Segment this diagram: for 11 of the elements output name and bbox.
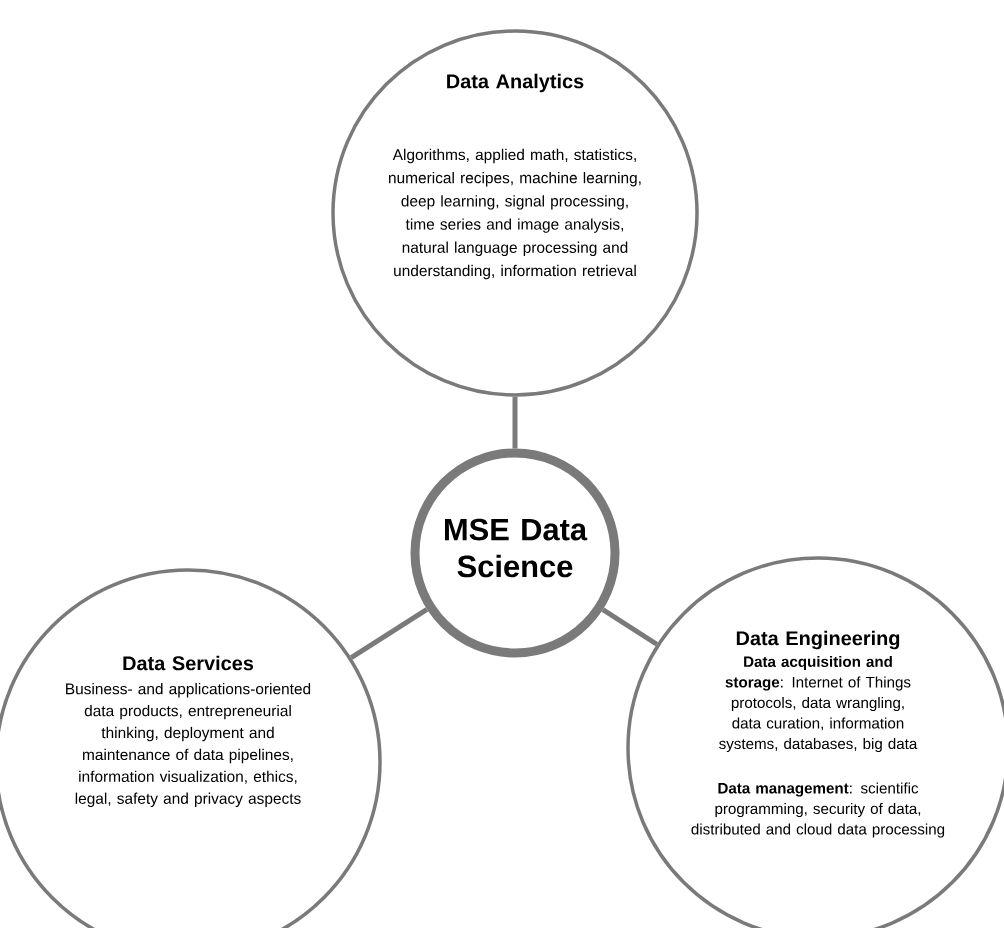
connector-line <box>512 396 518 449</box>
circle-description: Business- and applications-oriented data products, entrepreneurial thinking, deployment and maintenance of data pipelines, information visualization, ethics, legal, safety and privacy aspects <box>66 683 311 807</box>
hub-label: MSE Data Science <box>445 518 588 578</box>
circle-heading: Data Engineering <box>736 630 900 650</box>
circle-heading: Data Services <box>123 655 254 671</box>
circle-description: Data management: scientific programming, security of data, distributed and cloud data processing <box>691 782 945 838</box>
connector-line <box>601 607 659 647</box>
circle-heading: Data Analytics <box>447 73 584 93</box>
connector-line <box>349 607 429 660</box>
circle-description: Data acquisition and storage: Internet of Things protocols, data wrangling, data curation, information systems, databases, big data <box>719 655 918 753</box>
circle-description: Algorithms, applied math, statistics, numerical recipes, machine learning, deep learning, signal processing, time series and image analysis, natural language processing and understanding, information retrieval <box>389 148 641 280</box>
